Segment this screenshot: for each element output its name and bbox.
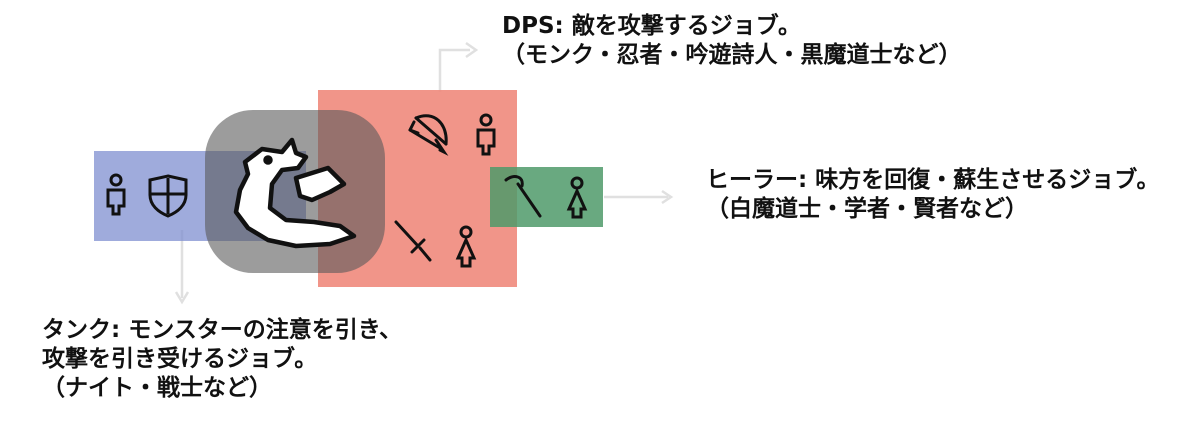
- staff-icon: [504, 175, 542, 218]
- person-icon: [106, 173, 126, 216]
- tank-title: タンク: モンスターの注意を引き、: [42, 317, 403, 343]
- shield-icon: [148, 174, 188, 218]
- tank-examples: （ナイト・戦士など）: [42, 375, 272, 401]
- person-female-icon: [566, 176, 588, 219]
- person-female-icon: [455, 225, 477, 268]
- sword-icon: [394, 220, 432, 262]
- tank-description: タンク: モンスターの注意を引き、 攻撃を引き受けるジョブ。 （ナイト・戦士など…: [42, 316, 402, 403]
- dps-title: DPS: 敵を攻撃するジョブ。: [502, 13, 802, 39]
- healer-box: [490, 167, 603, 227]
- tank-title-cont: 攻撃を引き受けるジョブ。: [42, 346, 318, 372]
- boss-box: [205, 110, 385, 273]
- dps-description: DPS: 敵を攻撃するジョブ。 （モンク・忍者・吟遊詩人・黒魔道士など）: [502, 12, 962, 70]
- dps-arrow: [438, 41, 479, 92]
- dps-examples: （モンク・忍者・吟遊詩人・黒魔道士など）: [502, 42, 962, 68]
- healer-arrow: [604, 189, 674, 205]
- bow-icon: [408, 114, 449, 156]
- tank-arrow: [174, 230, 190, 305]
- healer-title: ヒーラー: 味方を回復・蘇生させるジョブ。: [706, 167, 1160, 193]
- healer-description: ヒーラー: 味方を回復・蘇生させるジョブ。 （白魔道士・学者・賢者など）: [706, 166, 1160, 224]
- healer-examples: （白魔道士・学者・賢者など）: [706, 196, 1028, 222]
- dragon-icon: [233, 137, 357, 249]
- person-icon: [476, 113, 496, 156]
